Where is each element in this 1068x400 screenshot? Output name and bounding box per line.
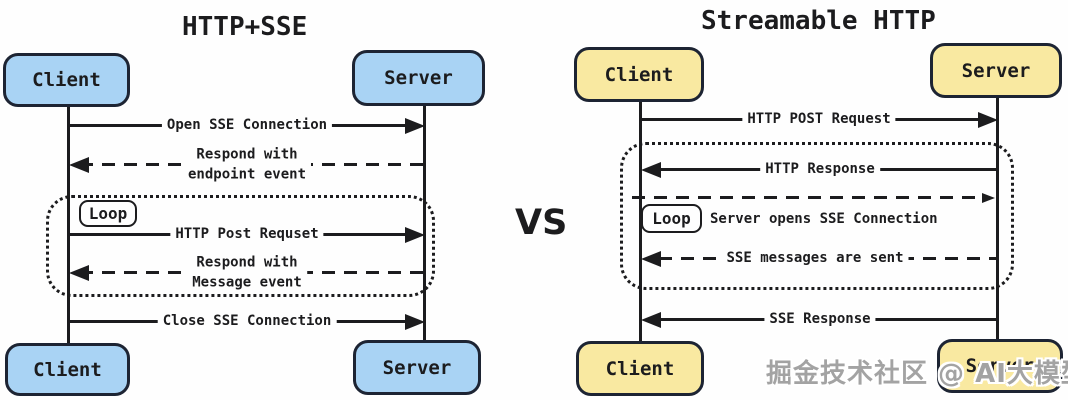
right-actor-server-bottom-label: Server [965,355,1035,377]
left-msg-respond-endpoint-arrowhead [69,157,89,173]
left-loop-tag-label: Loop [88,204,128,223]
right-actor-client-bottom: Client [576,341,704,396]
left-actor-server-bottom: Server [353,340,481,395]
right-loop-note: Server opens SSE Connection [710,211,938,227]
right-loop-divider-line [632,196,982,199]
left-msg-respond-endpoint-label: Respond with endpoint event [182,145,312,185]
right-actor-client-top: Client [574,47,704,102]
right-actor-server-top-label: Server [961,59,1031,82]
left-server-lifeline [423,106,426,340]
right-loop-tag: Loop [641,204,702,233]
left-msg-open-sse-label: Open SSE Connection [161,116,333,136]
left-actor-client-bottom: Client [5,343,130,396]
left-actor-client-top: Client [3,53,130,107]
right-msg-http-post-arrowhead [978,112,998,128]
left-msg-http-post-label: HTTP Post Requset [170,225,324,245]
right-msg-sse-response-label: SSE Response [764,310,876,330]
right-msg-http-response-arrowhead [641,162,661,178]
left-actor-client-top-label: Client [32,69,101,91]
right-diagram-title: Streamable HTTP [701,6,936,36]
right-dotted-frame [620,142,1014,290]
left-diagram-title: HTTP+SSE [182,12,308,42]
right-actor-client-top-label: Client [604,63,674,86]
watermark-text: 掘金技术社区 @ AI大模型 [766,359,1068,389]
left-actor-server-top-label: Server [384,67,453,89]
right-actor-client-bottom-label: Client [605,357,675,380]
right-msg-sse-messages-arrowhead [641,251,661,267]
left-msg-respond-message-label-line1: Respond with [196,254,298,271]
left-msg-respond-message-label-line2: Message event [192,274,302,290]
right-loop-divider-arrowhead [982,193,995,203]
left-loop-tag: Loop [79,200,137,227]
right-client-lifeline [639,102,642,341]
right-msg-sse-response-arrowhead [641,312,661,328]
left-actor-client-bottom-label: Client [33,358,102,381]
right-loop-tag-label: Loop [652,209,691,228]
left-loop-frame [46,195,435,297]
left-msg-close-sse-label: Close SSE Connection [157,312,337,332]
left-client-lifeline [67,107,70,343]
left-msg-respond-message-label: Respond with Message event [187,253,307,293]
left-msg-http-post-arrowhead [405,227,425,243]
right-actor-server-top: Server [930,43,1062,98]
left-msg-respond-message-arrowhead [69,265,89,281]
left-actor-server-bottom-label: Server [382,356,452,379]
right-server-lifeline [996,98,999,339]
right-msg-http-response-label: HTTP Response [760,160,880,180]
left-actor-server-top: Server [352,50,485,106]
left-msg-respond-endpoint-label-line1: Respond with [196,146,298,163]
right-msg-sse-messages-label: SSE messages are sent [721,249,909,269]
left-msg-respond-endpoint-label-line2: endpoint event [187,166,307,182]
vs-label: VS [515,203,568,243]
right-msg-http-post-label: HTTP POST Request [742,110,896,130]
left-msg-open-sse-arrowhead [405,118,425,134]
right-actor-server-bottom: Server [937,339,1063,393]
left-msg-close-sse-arrowhead [405,314,425,330]
